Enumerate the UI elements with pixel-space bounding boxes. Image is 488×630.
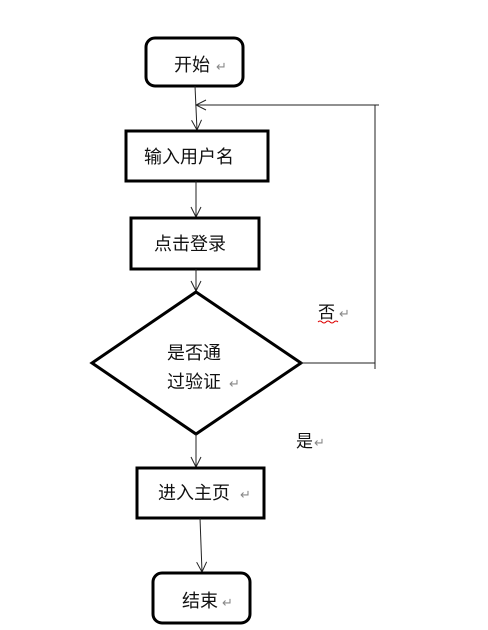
edge-yes-text: 是 bbox=[296, 432, 313, 452]
paragraph-mark: ↵ bbox=[229, 377, 240, 392]
decision-node-line2: 过验证 bbox=[167, 372, 221, 393]
edge-yes-label: 是 ↵ bbox=[296, 432, 325, 452]
edge-home-to-end bbox=[200, 517, 202, 572]
edge-no-text: 否 bbox=[318, 303, 335, 323]
end-node: 结束 ↵ bbox=[151, 571, 252, 625]
edge-start-to-username bbox=[195, 85, 197, 130]
login-node-shape bbox=[129, 216, 261, 271]
end-node-shape bbox=[151, 571, 252, 625]
username-node-label: 输入用户名 bbox=[144, 147, 234, 168]
end-node-label: 结束 bbox=[182, 591, 218, 612]
login-node: 点击登录 bbox=[129, 216, 261, 271]
username-node-shape bbox=[124, 129, 270, 183]
start-node-shape bbox=[144, 36, 245, 88]
home-node: 进入主页 ↵ bbox=[135, 466, 266, 520]
username-node: 输入用户名 bbox=[124, 129, 270, 183]
paragraph-mark: ↵ bbox=[222, 596, 233, 611]
paragraph-mark: ↵ bbox=[216, 60, 227, 75]
decision-node-line1: 是否通 bbox=[167, 343, 221, 364]
start-node: 开始 ↵ bbox=[144, 36, 245, 88]
paragraph-mark: ↵ bbox=[339, 307, 350, 322]
login-node-label: 点击登录 bbox=[154, 234, 226, 255]
edge-decision-no-loop bbox=[196, 105, 376, 364]
paragraph-mark: ↵ bbox=[314, 436, 325, 451]
paragraph-mark: ↵ bbox=[240, 488, 251, 503]
edge-no-label: 否 ↵ bbox=[317, 303, 350, 324]
decision-node: 是否通 过验证 ↵ bbox=[89, 290, 304, 436]
start-node-label: 开始 bbox=[174, 55, 210, 76]
home-node-label: 进入主页 bbox=[158, 483, 230, 504]
spellcheck-underline bbox=[317, 320, 339, 324]
